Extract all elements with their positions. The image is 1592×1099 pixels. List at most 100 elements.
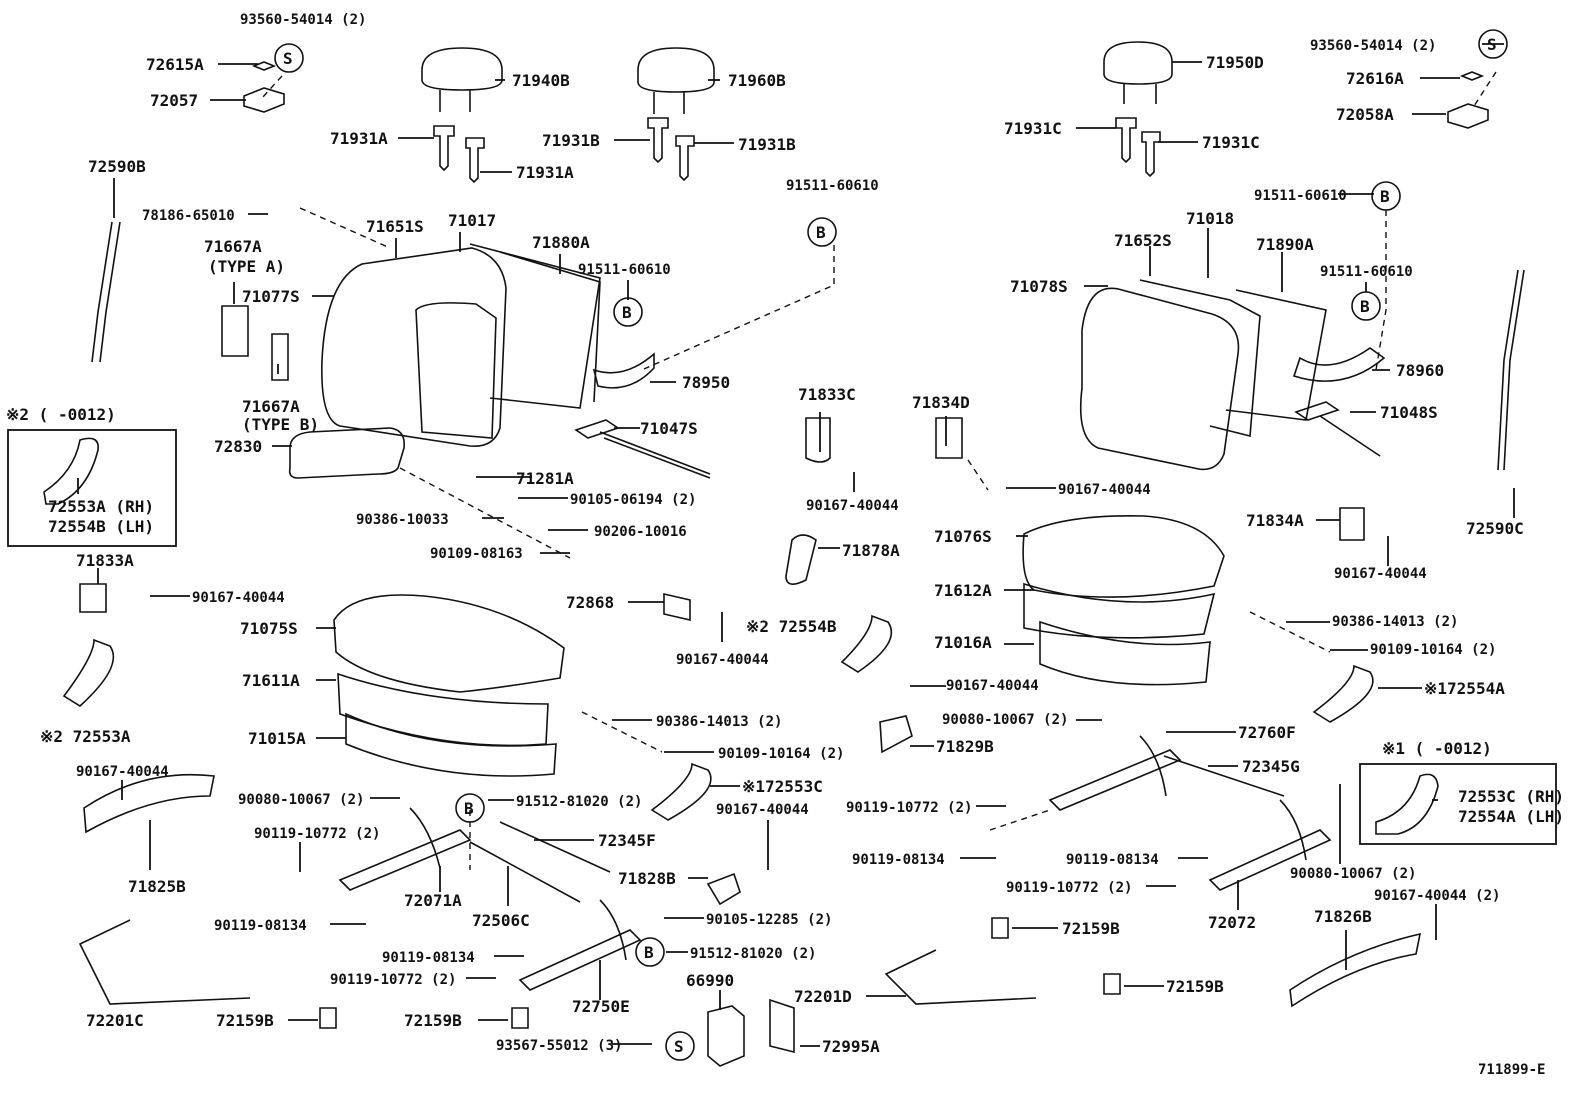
part-label: 72868 xyxy=(566,593,614,612)
svg-text:B: B xyxy=(644,943,654,962)
b-callout: B xyxy=(807,217,837,247)
s-callout: S xyxy=(665,1031,695,1061)
svg-text:B: B xyxy=(816,223,826,242)
part-label: 71667A xyxy=(242,397,300,416)
part-label: 71960B xyxy=(728,71,786,90)
part-label: 93560-54014 (2) xyxy=(240,12,366,28)
part-label: 90386-14013 (2) xyxy=(656,714,782,730)
svg-text:B: B xyxy=(1360,297,1370,316)
part-label: 71018 xyxy=(1186,209,1234,228)
part-label: ※2 72553A xyxy=(40,727,131,746)
part-label: 72590C xyxy=(1466,519,1524,538)
leader-lines xyxy=(97,43,1515,1047)
part-label: 66990 xyxy=(686,971,734,990)
part-label: 71077S xyxy=(242,287,300,306)
svg-text:※1 ( -0012): ※1 ( -0012) xyxy=(1382,739,1492,758)
part-label: 71078S xyxy=(1010,277,1068,296)
svg-text:S: S xyxy=(283,49,293,68)
headrest-71960b xyxy=(637,47,715,114)
part-label: 90080-10067 (2) xyxy=(942,712,1068,728)
part-label: 90167-40044 xyxy=(192,590,285,606)
part-label: 90167-40044 xyxy=(1334,566,1427,582)
inset-box-1: ※1 ( -0012) 72553C (RH) 72554A (LH) xyxy=(1359,739,1564,845)
part-label: 71880A xyxy=(532,233,590,252)
svg-text:S: S xyxy=(1487,35,1497,54)
part-label: 91512-81020 (2) xyxy=(690,946,816,962)
part-label: 90105-12285 (2) xyxy=(706,912,832,928)
part-label: ※2 72554B xyxy=(746,617,837,636)
part-label: 72057 xyxy=(150,91,198,110)
part-label: 90080-10067 (2) xyxy=(238,792,364,808)
part-label: 71950D xyxy=(1206,53,1264,72)
part-label: 90119-08134 xyxy=(1066,852,1159,868)
part-label: (TYPE B) xyxy=(242,415,319,434)
headrest-71950d xyxy=(1103,41,1173,104)
b-callout: B xyxy=(455,793,485,823)
part-label: 71016A xyxy=(934,633,992,652)
part-label: 72072 xyxy=(1208,913,1256,932)
part-label: ※172553C xyxy=(742,777,823,796)
part-label: 93567-55012 (3) xyxy=(496,1038,622,1054)
svg-text:※2 ( -0012): ※2 ( -0012) xyxy=(6,405,116,424)
svg-text:B: B xyxy=(1380,187,1390,206)
cushion-71076s xyxy=(1022,515,1225,598)
part-label: 72345G xyxy=(1242,757,1300,776)
part-label: 71833C xyxy=(798,385,856,404)
part-label: 93560-54014 (2) xyxy=(1310,38,1436,54)
part-label: 71826B xyxy=(1314,907,1372,926)
part-shapes xyxy=(62,41,1525,1067)
part-label: 72830 xyxy=(214,437,262,456)
part-label: (TYPE A) xyxy=(208,257,285,276)
part-label: 71828B xyxy=(618,869,676,888)
part-label: 90119-08134 xyxy=(214,918,307,934)
part-label: 90080-10067 (2) xyxy=(1290,866,1416,882)
part-label: 72615A xyxy=(146,55,204,74)
part-label: 91511-60610 xyxy=(1320,264,1413,280)
part-label: 71048S xyxy=(1380,403,1438,422)
inset-box-2: ※2 ( -0012) 72553A (RH) 72554B (LH) xyxy=(6,405,177,547)
part-label: 90109-10164 (2) xyxy=(1370,642,1496,658)
b-callout: B xyxy=(613,297,643,327)
svg-text:72554B (LH): 72554B (LH) xyxy=(48,517,154,536)
part-label: 72159B xyxy=(1166,977,1224,996)
part-label: 71829B xyxy=(936,737,994,756)
part-label: 71652S xyxy=(1114,231,1172,250)
part-label: 90386-10033 xyxy=(356,512,449,528)
part-label: 72760F xyxy=(1238,723,1296,742)
svg-text:B: B xyxy=(464,799,474,818)
svg-text:72553A (RH): 72553A (RH) xyxy=(48,497,154,516)
svg-text:72553C (RH): 72553C (RH) xyxy=(1458,787,1564,806)
part-label: 71612A xyxy=(934,581,992,600)
part-label: 72201D xyxy=(794,987,852,1006)
part-label: 72159B xyxy=(216,1011,274,1030)
part-label: 71931B xyxy=(542,131,600,150)
s-callout: S xyxy=(274,43,304,73)
part-label: ※172554A xyxy=(1424,679,1505,698)
s-callout: S xyxy=(1478,29,1508,59)
part-label: 71931B xyxy=(738,135,796,154)
part-label: 90167-40044 xyxy=(946,678,1039,694)
part-label: 71075S xyxy=(240,619,298,638)
part-label: 90109-08163 xyxy=(430,546,523,562)
part-label: 90119-10772 (2) xyxy=(254,826,380,842)
part-label: 72616A xyxy=(1346,69,1404,88)
part-label: 72995A xyxy=(822,1037,880,1056)
seatback-71078s xyxy=(1079,287,1240,471)
part-label: 90105-06194 (2) xyxy=(570,492,696,508)
part-label: 71651S xyxy=(366,217,424,236)
part-label: 71931C xyxy=(1004,119,1062,138)
part-label: 71931A xyxy=(516,163,574,182)
part-label: 90119-10772 (2) xyxy=(1006,880,1132,896)
part-label: 72590B xyxy=(88,157,146,176)
part-label: 90119-08134 xyxy=(852,852,945,868)
part-label: 71667A xyxy=(204,237,262,256)
part-label: 90167-40044 xyxy=(1058,482,1151,498)
part-label: 71833A xyxy=(76,551,134,570)
part-label: 78186-65010 xyxy=(142,208,235,224)
part-label: 71017 xyxy=(448,211,496,230)
part-label: 90167-40044 xyxy=(76,764,169,780)
b-callout: B xyxy=(1351,291,1381,321)
part-label: 72159B xyxy=(1062,919,1120,938)
part-label: 78950 xyxy=(682,373,730,392)
part-label: 71281A xyxy=(516,469,574,488)
